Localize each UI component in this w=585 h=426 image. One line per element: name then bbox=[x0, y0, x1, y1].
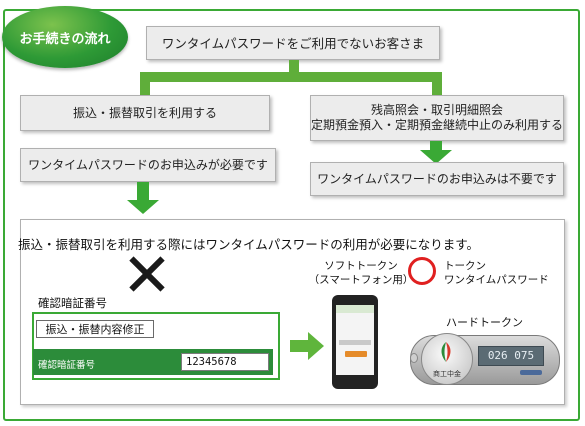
soft-token-line1: ソフトトークン bbox=[324, 260, 398, 272]
soft-token-line2: （スマートフォン用） bbox=[308, 274, 414, 286]
right-step1-box: 残高照会・取引明細照会 定期預金預入・定期預金継続中止のみ利用する bbox=[310, 95, 564, 141]
hard-token-display: 026 075 bbox=[478, 346, 544, 366]
smartphone-header bbox=[336, 305, 374, 313]
circle-mark-icon bbox=[408, 257, 436, 285]
smartphone-button bbox=[345, 351, 367, 357]
down-arrow-icon bbox=[420, 150, 452, 164]
bank-logo-icon bbox=[441, 342, 451, 362]
connector-right-drop bbox=[432, 72, 442, 95]
hard-token-ring bbox=[410, 353, 418, 363]
down-arrow-icon bbox=[127, 200, 159, 214]
confirm-code-input[interactable]: 12345678 bbox=[181, 353, 269, 371]
hard-token-button bbox=[520, 370, 542, 375]
confirm-code-row-label: 確認暗証番号 bbox=[38, 360, 96, 371]
confirm-code-label: 確認暗証番号 bbox=[38, 296, 107, 310]
token-label: トークン ワンタイムパスワード bbox=[444, 259, 549, 287]
left-arrow-stem bbox=[137, 182, 149, 202]
connector-left-drop bbox=[140, 72, 150, 95]
right-step2-box: ワンタイムパスワードのお申込みは不要です bbox=[310, 162, 564, 196]
hard-token-brand: 商工中金 bbox=[433, 370, 461, 378]
transfer-edit-button[interactable]: 振込・振替内容修正 bbox=[36, 320, 154, 338]
requirement-title: 振込・振替取引を利用する際にはワンタイムパスワードの利用が必要になります。 bbox=[18, 237, 480, 252]
connector-horizontal bbox=[140, 72, 442, 82]
token-line2: ワンタイムパスワード bbox=[444, 274, 549, 286]
flow-badge: お手続きの流れ bbox=[2, 6, 128, 68]
hard-token-label: ハードトークン bbox=[446, 316, 523, 329]
soft-token-label: ソフトトークン （スマートフォン用） bbox=[306, 259, 416, 287]
cross-mark-icon bbox=[128, 256, 164, 292]
token-line1: トークン bbox=[444, 260, 486, 272]
connector-vertical-top bbox=[289, 60, 299, 76]
right-arrow-stem bbox=[430, 141, 442, 151]
right-step1-line1: 残高照会・取引明細照会 bbox=[370, 103, 503, 117]
right-step1-line2: 定期預金預入・定期預金継続中止のみ利用する bbox=[311, 118, 564, 132]
right-arrow-icon bbox=[290, 332, 324, 360]
flow-top-box: ワンタイムパスワードをご利用でないお客さま bbox=[146, 26, 440, 60]
smartphone-code-bar bbox=[339, 340, 371, 345]
left-step1-box: 振込・振替取引を利用する bbox=[20, 95, 270, 131]
left-step2-box: ワンタイムパスワードのお申込みが必要です bbox=[20, 148, 276, 182]
